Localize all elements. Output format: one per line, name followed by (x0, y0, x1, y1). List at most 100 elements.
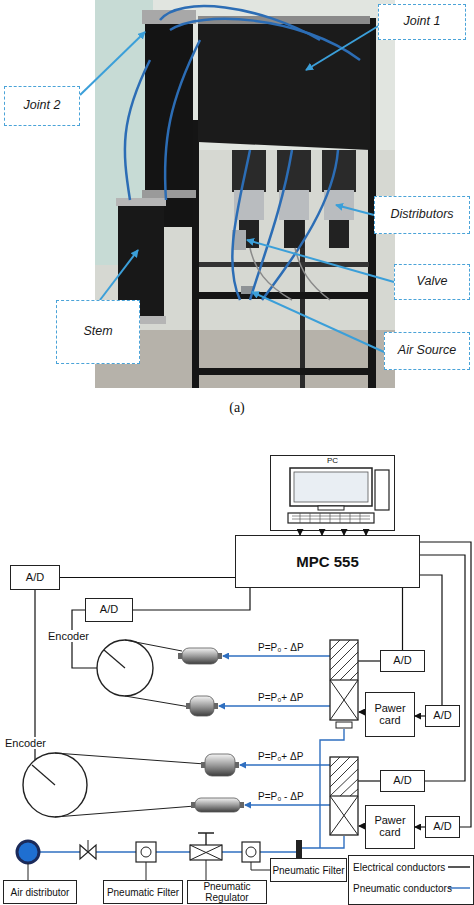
belt (125, 640, 182, 651)
callout-box: Stem (56, 300, 140, 364)
encoders (23, 640, 205, 817)
valve-stem (88, 840, 89, 852)
component-box: Air distributor (3, 880, 77, 904)
signal-wire (415, 826, 425, 827)
leader-line (251, 862, 270, 870)
pressure-label: P=P₀+ ΔP (258, 751, 303, 762)
pneumatic-lines (39, 656, 344, 852)
air-supply (17, 833, 302, 880)
signal-wire (365, 531, 366, 535)
node-text: Pawer card (366, 815, 414, 838)
sensor-label: Encoder (5, 737, 46, 749)
cylinder (205, 754, 235, 776)
node-text: A/D (100, 604, 118, 616)
wire (358, 780, 380, 781)
wire (358, 660, 380, 661)
pressure-label: P=P₀ - ΔP (258, 791, 304, 802)
fitting (235, 762, 239, 768)
hose (165, 40, 200, 200)
valve-split (330, 795, 358, 796)
air-line (302, 836, 344, 848)
fitting (218, 653, 222, 659)
callout-box: Distributors (374, 196, 470, 234)
cylinder (195, 798, 240, 812)
pc-monitor: PC (270, 455, 395, 531)
node-text: Joint 1 (404, 15, 441, 28)
adc-box: A/D (425, 816, 460, 838)
node-text: Stem (83, 325, 112, 338)
hose (232, 150, 250, 300)
keyboard (288, 513, 374, 523)
callout-box: Joint 1 (378, 4, 466, 40)
node-text: Joint 2 (24, 99, 61, 112)
node-text: PC (327, 457, 338, 465)
distributor (322, 150, 356, 192)
signal-wire (415, 715, 425, 716)
node-text: A/D (393, 655, 411, 667)
tower (375, 470, 389, 510)
power-card-box: Pawer card (365, 692, 415, 737)
hose (125, 60, 150, 200)
leader-line (336, 205, 374, 215)
belt (55, 806, 195, 817)
hose (250, 150, 292, 300)
callout-box: Air Source (384, 332, 470, 370)
encoder-needle (104, 650, 125, 668)
leader-line (80, 32, 145, 95)
floor (95, 330, 395, 388)
signal-wire (420, 542, 471, 827)
legend-line-sample (448, 866, 470, 867)
air-distributor-symbol (17, 841, 39, 863)
encoder-needle (32, 765, 55, 785)
metal-plate (116, 198, 166, 206)
leader-line (306, 25, 380, 70)
monitor-stand (318, 506, 344, 510)
air-line (219, 705, 330, 706)
valve-body (330, 757, 358, 835)
valve-cross (330, 796, 358, 835)
node-text: A/D (393, 775, 411, 787)
fitting (201, 762, 205, 768)
node-text: Air distributor (11, 887, 70, 898)
adc-box: A/D (380, 650, 425, 672)
cylinder (190, 696, 214, 716)
filter-symbol (136, 842, 156, 862)
leader-line (206, 860, 207, 880)
filter-gauge (246, 847, 256, 857)
sensor-label: Encoder (48, 630, 89, 642)
belt (125, 696, 190, 707)
air-line (223, 655, 330, 656)
legend-text: Electrical conductors (353, 862, 445, 873)
signal-wire (402, 588, 403, 650)
regulator-knob (198, 833, 214, 845)
valve-hatch (330, 757, 358, 796)
joint-panel (198, 18, 370, 150)
node-text: Pawer card (366, 703, 414, 726)
fitting (178, 653, 182, 659)
air-line (245, 804, 330, 805)
signal-wire (299, 531, 300, 535)
signal-wire (420, 575, 442, 705)
component-box: Pneumatic Filter (103, 880, 183, 904)
regulator-cross (190, 845, 222, 860)
cylinder (182, 648, 218, 664)
controller-box: MPC 555 (235, 535, 420, 588)
keyboard-keys (292, 513, 370, 523)
wire (34, 590, 35, 760)
leader-line (252, 292, 384, 352)
frame-rail (199, 262, 369, 267)
valve-body (330, 640, 358, 720)
pressure-label: P=P₀+ ΔP (258, 692, 303, 703)
fitting (240, 802, 244, 808)
figure-label: (a) (229, 400, 245, 416)
callout-box: Valve (394, 264, 470, 300)
encoder-disc (23, 753, 87, 817)
adc-box: A/D (380, 770, 425, 792)
adc-box: A/D (425, 705, 460, 727)
filter-symbol (242, 842, 260, 862)
power-card-box: Pawer card (365, 805, 415, 849)
node-text: A/D (26, 572, 44, 584)
node-text: Distributors (390, 208, 453, 221)
wire (250, 248, 292, 300)
fitting (214, 703, 218, 709)
